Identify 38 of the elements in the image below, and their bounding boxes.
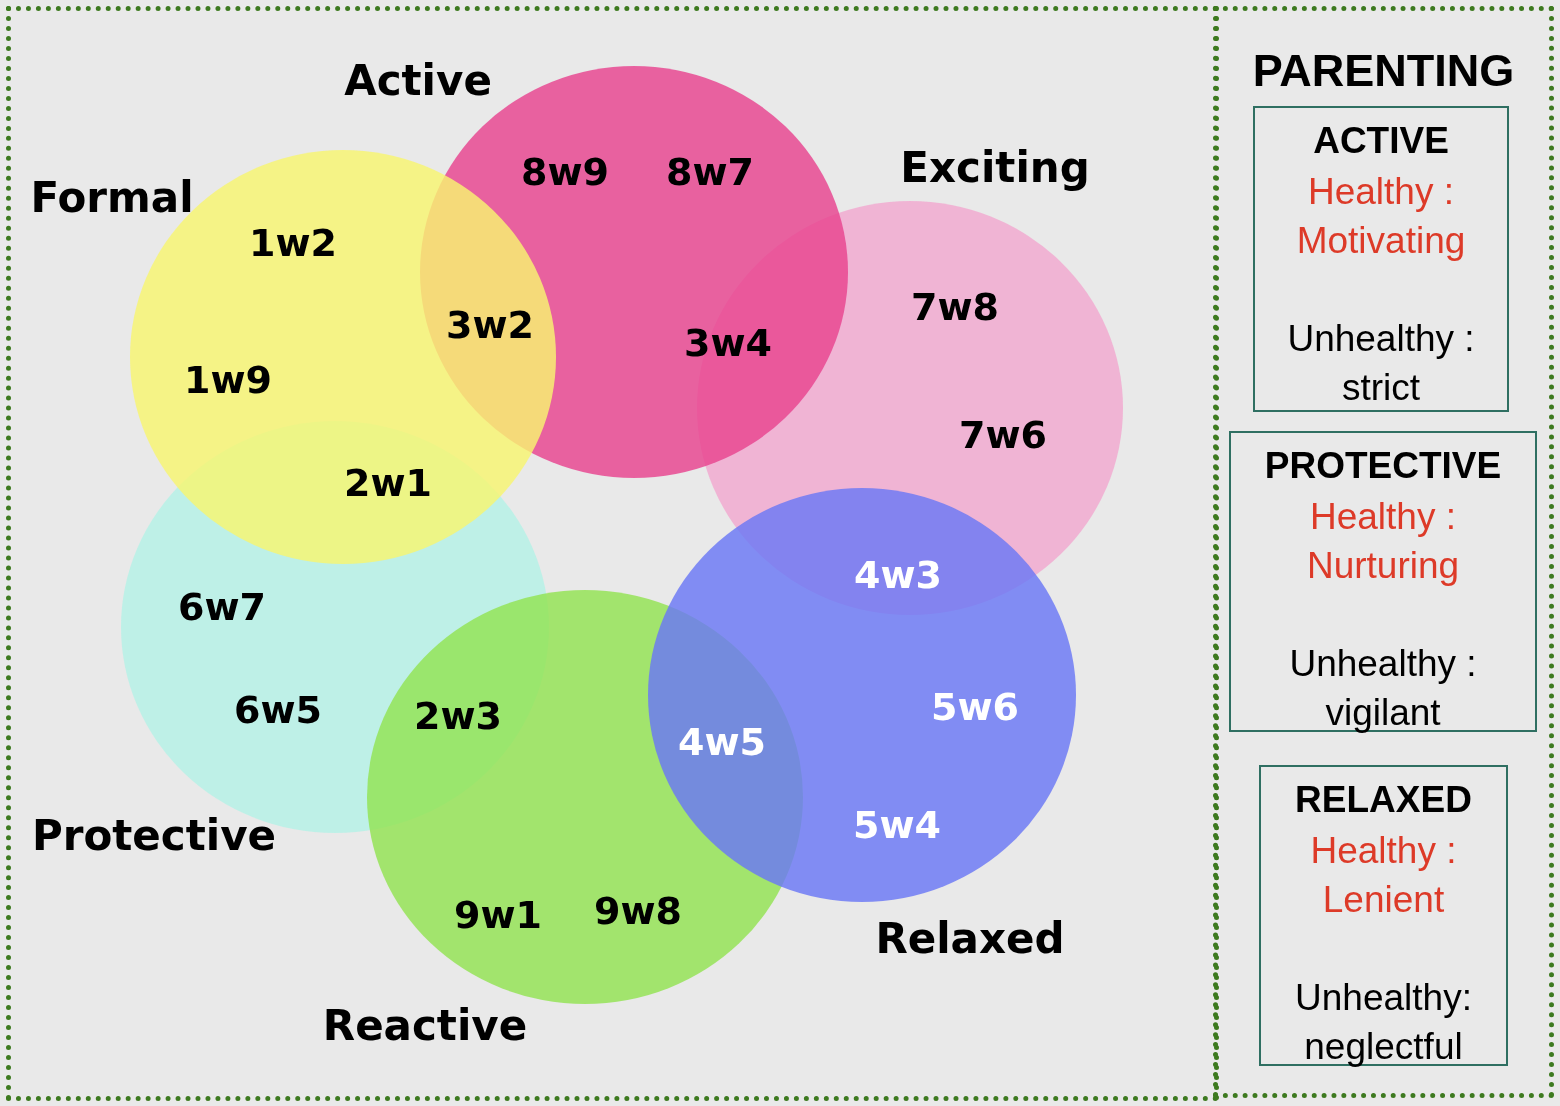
unhealthy-text: Unhealthy : vigilant <box>1288 641 1478 735</box>
type-label: 2w3 <box>414 694 502 738</box>
box-heading: ACTIVE <box>1312 119 1450 163</box>
type-label: 2w1 <box>344 461 432 505</box>
type-label: 7w6 <box>959 413 1047 457</box>
type-label: 5w6 <box>931 685 1019 729</box>
healthy-text: Healthy : Motivating <box>1295 170 1467 264</box>
circle-label: Protective <box>31 810 277 860</box>
circle-label: Reactive <box>322 1000 528 1050</box>
box-heading: RELAXED <box>1294 778 1473 822</box>
type-label: 3w2 <box>446 303 534 347</box>
type-label: 8w7 <box>666 150 754 194</box>
type-label: 7w8 <box>911 285 999 329</box>
circle-label: Relaxed <box>875 913 1065 963</box>
side-panel <box>1213 6 1554 1098</box>
type-label: 4w5 <box>678 720 766 764</box>
circle-label: Exciting <box>900 142 1090 192</box>
type-label: 1w9 <box>184 358 272 402</box>
circle-label: Active <box>344 55 492 105</box>
info-box <box>1229 431 1537 732</box>
type-label: 9w8 <box>594 889 682 933</box>
type-label: 5w4 <box>853 803 941 847</box>
type-label: 6w5 <box>234 688 322 732</box>
box-heading: PROTECTIVE <box>1263 444 1503 488</box>
info-box <box>1259 765 1508 1066</box>
info-box <box>1253 106 1509 412</box>
type-label: 1w2 <box>249 221 337 265</box>
circle-label: Formal <box>30 172 194 222</box>
panel-title: PARENTING <box>1251 45 1516 97</box>
type-label: 6w7 <box>178 585 266 629</box>
type-label: 3w4 <box>684 321 772 365</box>
healthy-text: Healthy : Nurturing <box>1305 495 1461 589</box>
type-label: 9w1 <box>454 893 542 937</box>
unhealthy-text: Unhealthy : strict <box>1286 316 1476 410</box>
type-label: 8w9 <box>521 150 609 194</box>
unhealthy-text: Unhealthy: neglectful <box>1294 975 1473 1069</box>
healthy-text: Healthy : Lenient <box>1309 829 1458 923</box>
type-label: 4w3 <box>854 553 942 597</box>
